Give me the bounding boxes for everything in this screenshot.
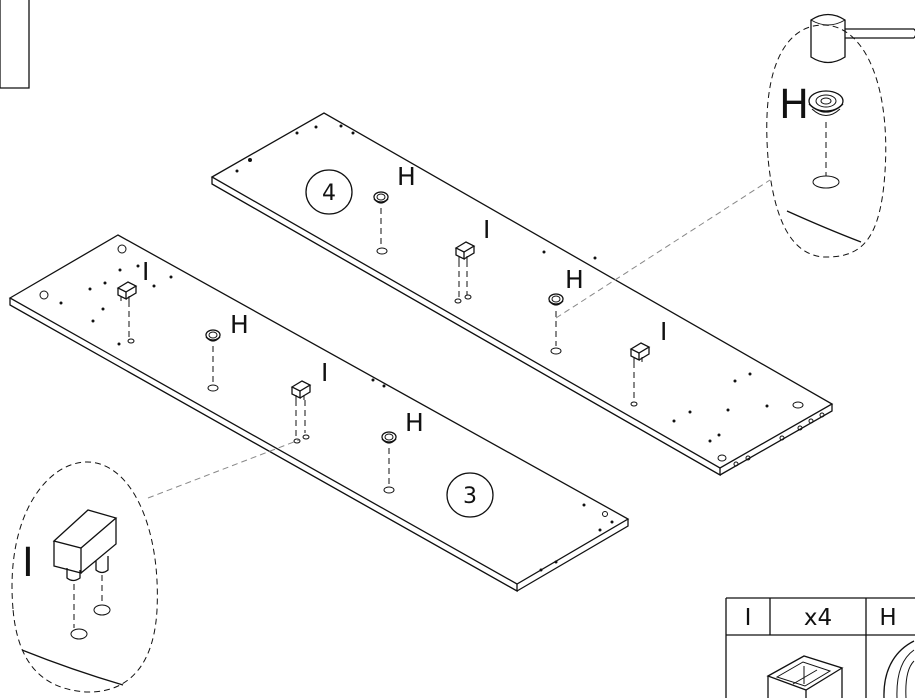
- label-i-3a: I: [142, 257, 149, 286]
- connector-3b: I: [290, 358, 328, 437]
- step-number-4: 4: [322, 181, 336, 206]
- parts-table-cam-lock-icon: [883, 640, 915, 698]
- parts-table-header-i: I: [745, 605, 752, 631]
- detail-connector-bubble: I: [11, 439, 300, 693]
- step-4-badge: 4: [305, 169, 353, 215]
- panel-4-holes: [235, 124, 825, 467]
- label-i-3b: I: [321, 358, 328, 387]
- step-number-3: 3: [463, 484, 477, 509]
- cam-lock-3a: H: [205, 310, 249, 383]
- label-h-detail: H: [779, 82, 809, 128]
- panel-3-holes: [39, 244, 614, 572]
- panel-3: 3 I H I H: [8, 234, 630, 593]
- panel-4: 4 H I H: [210, 112, 834, 477]
- cam-lock-4b: H: [548, 265, 584, 346]
- connector-4b: I: [629, 317, 667, 401]
- connector-3a: I: [116, 257, 149, 338]
- parts-table: I x4 H: [725, 597, 915, 698]
- label-h-3a: H: [230, 310, 249, 339]
- hammer-icon: [810, 13, 915, 64]
- label-h-4b: H: [565, 265, 584, 294]
- step-3-badge: 3: [446, 472, 494, 518]
- connector-block-icon: [52, 509, 118, 640]
- label-i-4a: I: [483, 215, 490, 244]
- label-h-4a: H: [397, 162, 416, 191]
- parts-table-header-count: x4: [804, 605, 832, 631]
- cam-lock-4a: H: [373, 162, 416, 246]
- label-i-4b: I: [660, 317, 667, 346]
- connector-4a: I: [454, 215, 490, 299]
- cam-lock-icon: [808, 90, 844, 189]
- cam-lock-3b: H: [381, 408, 424, 485]
- label-i-detail: I: [22, 540, 34, 586]
- top-left-frame: [0, 0, 30, 89]
- parts-table-connector-icon: [766, 655, 844, 698]
- parts-table-header-h: H: [879, 605, 896, 631]
- detail-cam-lock-bubble: H: [555, 13, 915, 319]
- label-h-3b: H: [405, 408, 424, 437]
